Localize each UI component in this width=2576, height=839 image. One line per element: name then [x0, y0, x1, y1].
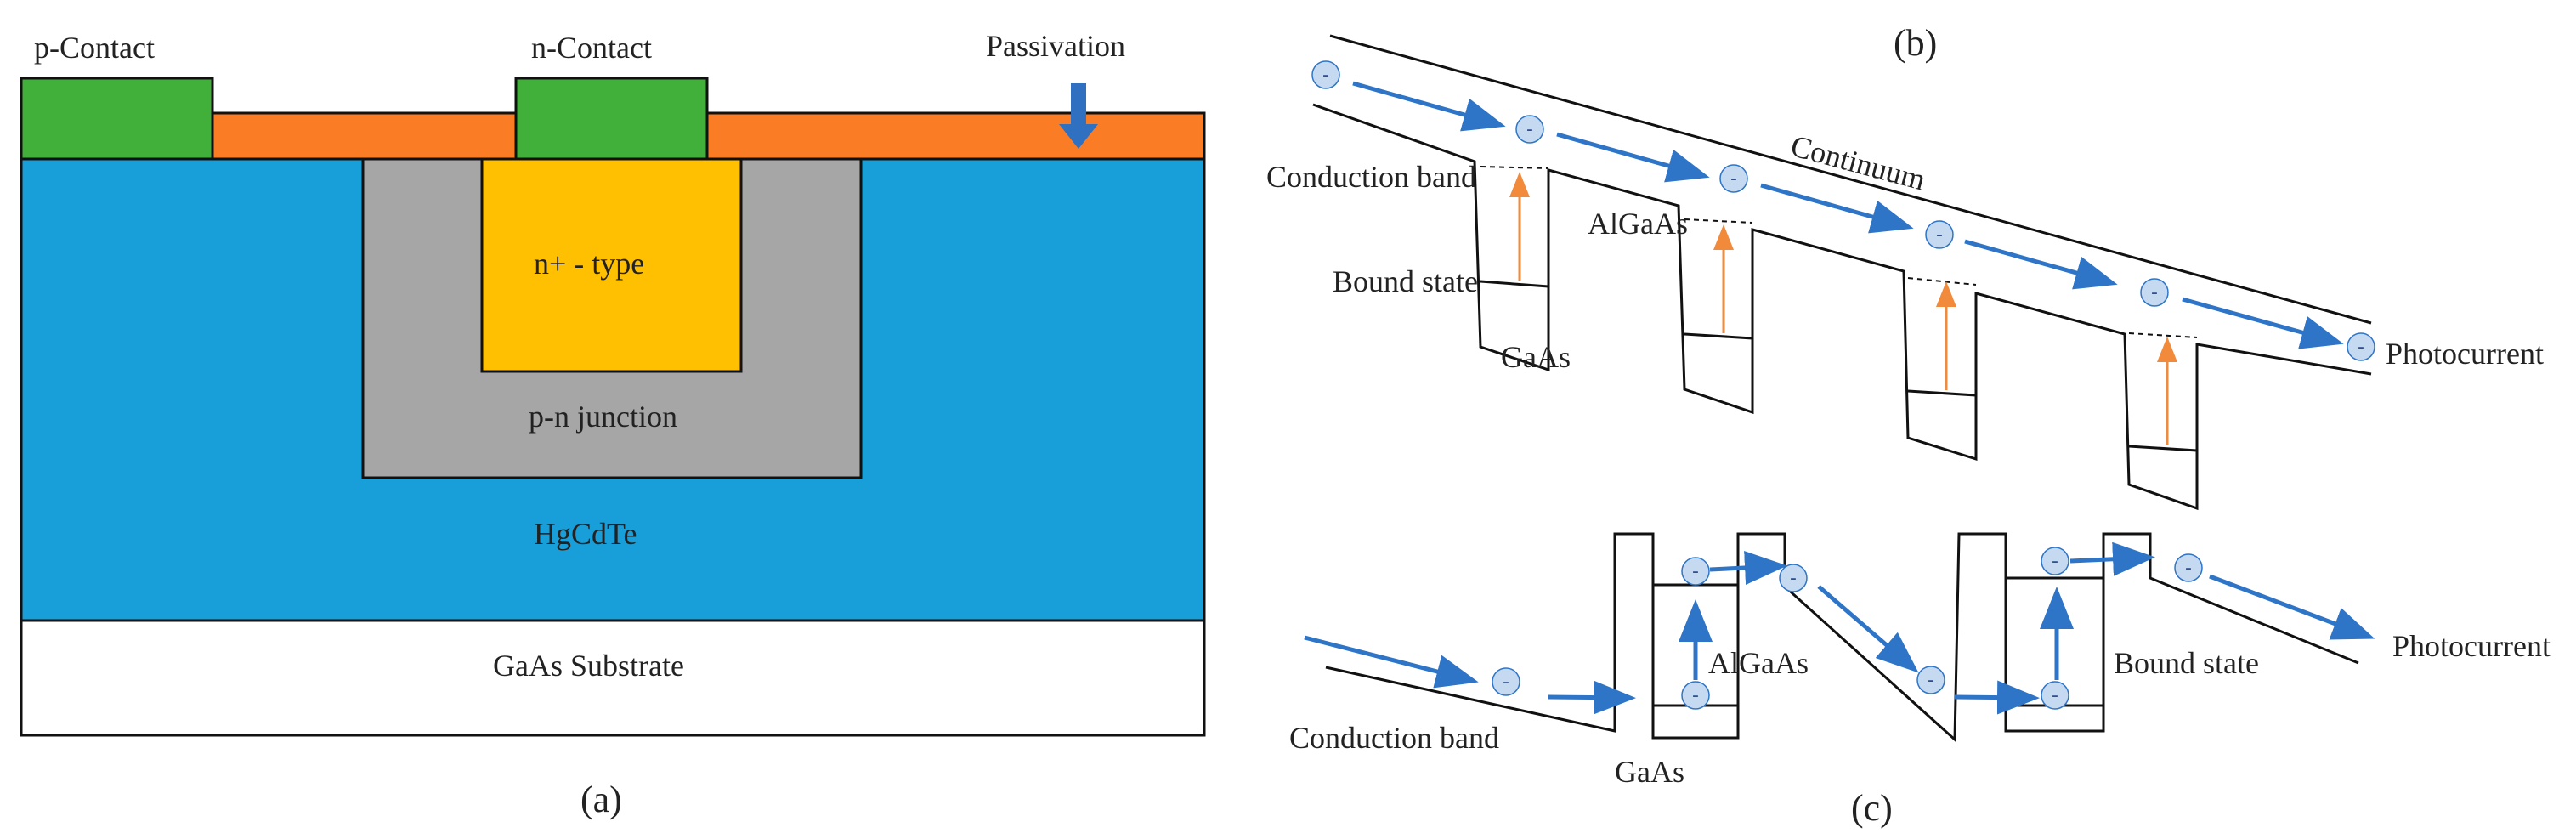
electron-path-c2: [1548, 680, 1636, 715]
svg-text:-: -: [1790, 568, 1797, 589]
photocurrent-label-c: Photocurrent: [2392, 629, 2551, 663]
n-type-region: [480, 157, 743, 373]
electron: -: [1719, 164, 1748, 193]
photocurrent-label-b: Photocurrent: [2386, 337, 2544, 371]
electron-path-b1: [1352, 81, 1506, 132]
barrier-edge-b2: [1684, 218, 1753, 224]
panel-a: p-Contact n-Contact Passivation n+ - typ…: [20, 29, 1206, 820]
panel-b: [1312, 34, 2372, 511]
bound-state-label-b: Bound state: [1333, 264, 1478, 298]
gaas-label-c: GaAs: [1615, 755, 1684, 789]
pn-junction-label: p-n junction: [529, 400, 677, 434]
svg-text:-: -: [1936, 224, 1943, 246]
caption-b: (b): [1894, 22, 1937, 64]
electron-path-c1: [1304, 635, 1479, 689]
barrier-edge-b1: [1480, 166, 1549, 169]
svg-text:-: -: [2151, 282, 2158, 303]
barrier-edge-b3: [1907, 277, 1977, 286]
panel-c-arrows: [1304, 541, 2375, 715]
svg-text:-: -: [1526, 119, 1533, 140]
bound-state-label-c: Bound state: [2114, 646, 2259, 680]
svg-text:-: -: [1692, 561, 1699, 582]
electron: -: [2140, 278, 2169, 307]
n-contact-label: n-Contact: [531, 31, 652, 65]
bound-state-b3: [1907, 389, 1977, 397]
n-type-label: n+ - type: [534, 247, 644, 281]
electron-path-c8: [2069, 541, 2155, 576]
electron-path-c6: [1954, 680, 2040, 715]
electron: -: [2041, 547, 2069, 575]
panel-c: [1325, 532, 2359, 743]
svg-text:-: -: [2358, 337, 2364, 358]
passivation-arrow: [1059, 83, 1098, 149]
electron: -: [1779, 564, 1808, 592]
electron: -: [2041, 681, 2069, 710]
continuum-label: Continuum: [1787, 128, 1929, 197]
svg-text:-: -: [1692, 685, 1699, 706]
hgcdte-label: HgCdTe: [534, 517, 637, 551]
electron-path-b2: [1556, 132, 1710, 183]
conduction-band-label-b: Conduction band: [1266, 160, 1476, 194]
conduction-band-profile-b: [1312, 103, 2372, 511]
svg-text:-: -: [1928, 670, 1934, 691]
electron: -: [1311, 60, 1340, 89]
svg-text:-: -: [1730, 168, 1737, 190]
bound-state-b2: [1684, 332, 1753, 340]
electrons: - - - - - - - - - - - - - -: [1311, 60, 2375, 710]
bound-state-b1: [1480, 280, 1549, 288]
svg-text:-: -: [1322, 65, 1329, 86]
electron: -: [2174, 553, 2203, 582]
p-contact-pad: [20, 77, 214, 161]
panel-b-labels: (b) Continuum Conduction band AlGaAs Bou…: [1266, 22, 2544, 374]
electron: -: [1515, 115, 1544, 144]
electron: -: [2347, 332, 2375, 361]
electron: -: [1681, 681, 1710, 710]
substrate-layer: [20, 619, 1206, 737]
electron-path-c5: [1817, 585, 1919, 673]
electron: -: [1925, 220, 1954, 249]
panel-c-labels: Conduction band GaAs AlGaAs Bound state …: [1289, 629, 2551, 829]
continuum-line: [1329, 34, 2372, 325]
electron-path-c9: [2209, 574, 2375, 640]
electron-path-b3: [1760, 183, 1914, 234]
svg-text:-: -: [2052, 685, 2058, 706]
p-contact-label: p-Contact: [34, 31, 155, 65]
substrate-label: GaAs Substrate: [493, 649, 684, 683]
caption-c: (c): [1851, 787, 1893, 829]
caption-a: (a): [580, 779, 622, 820]
electron: -: [1916, 666, 1945, 694]
electron-path-b5: [2182, 297, 2344, 349]
electron: -: [1492, 667, 1520, 696]
conduction-band-profile-c: [1325, 532, 2359, 743]
electron: -: [1681, 557, 1710, 586]
electron-path-c4: [1709, 550, 1787, 585]
svg-text:-: -: [2185, 558, 2192, 579]
panel-b-arrows: [1352, 81, 2344, 445]
barrier-edge-b4: [2128, 332, 2198, 338]
passivation-label: Passivation: [986, 29, 1125, 63]
algaas-label-c: AlGaAs: [1708, 646, 1809, 680]
gaas-label-b: GaAs: [1501, 340, 1571, 374]
svg-text:-: -: [1503, 672, 1509, 693]
conduction-band-label-c: Conduction band: [1289, 721, 1499, 755]
n-contact-pad: [514, 77, 709, 161]
algaas-label-b: AlGaAs: [1588, 207, 1688, 241]
electron-path-b4: [1964, 239, 2118, 290]
bound-state-b4: [2128, 445, 2198, 452]
svg-text:-: -: [2052, 551, 2058, 572]
